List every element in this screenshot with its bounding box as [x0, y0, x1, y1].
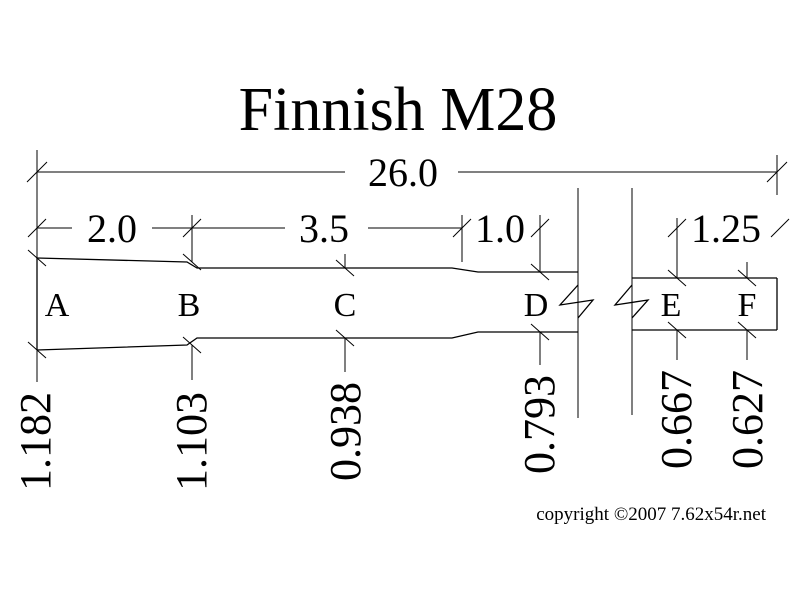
segment-b-c-label: 3.5: [299, 206, 349, 251]
station-letter-d: D: [524, 287, 549, 324]
station-letter-e: E: [661, 287, 682, 324]
station-letter-f: F: [738, 287, 757, 324]
barrel-outline: [36, 188, 778, 418]
diameter-label-e: 0.667: [652, 370, 701, 469]
diameter-label-b: 1.103: [167, 392, 216, 491]
overall-length-label: 26.0: [368, 150, 438, 195]
segment-dimensions: 2.0 3.5 1.0 1.25: [27, 206, 790, 278]
diameter-label-a: 1.182: [11, 392, 60, 491]
segment-c-d-label: 1.0: [475, 206, 525, 251]
diameter-label-f: 0.627: [723, 370, 772, 469]
diameter-label-c: 0.938: [321, 382, 370, 481]
station-letter-a: A: [45, 287, 70, 324]
station-ticks: [27, 249, 757, 382]
station-letter-c: C: [334, 287, 357, 324]
overall-length-dimension: 26.0: [26, 150, 788, 260]
diameter-label-d: 0.793: [515, 375, 564, 474]
copyright-notice: copyright ©2007 7.62x54r.net: [536, 504, 766, 525]
segment-a-b-label: 2.0: [87, 206, 137, 251]
diagram-title: Finnish M28: [239, 76, 558, 144]
segment-e-f-label: 1.25: [691, 206, 761, 251]
station-letter-b: B: [178, 287, 201, 324]
